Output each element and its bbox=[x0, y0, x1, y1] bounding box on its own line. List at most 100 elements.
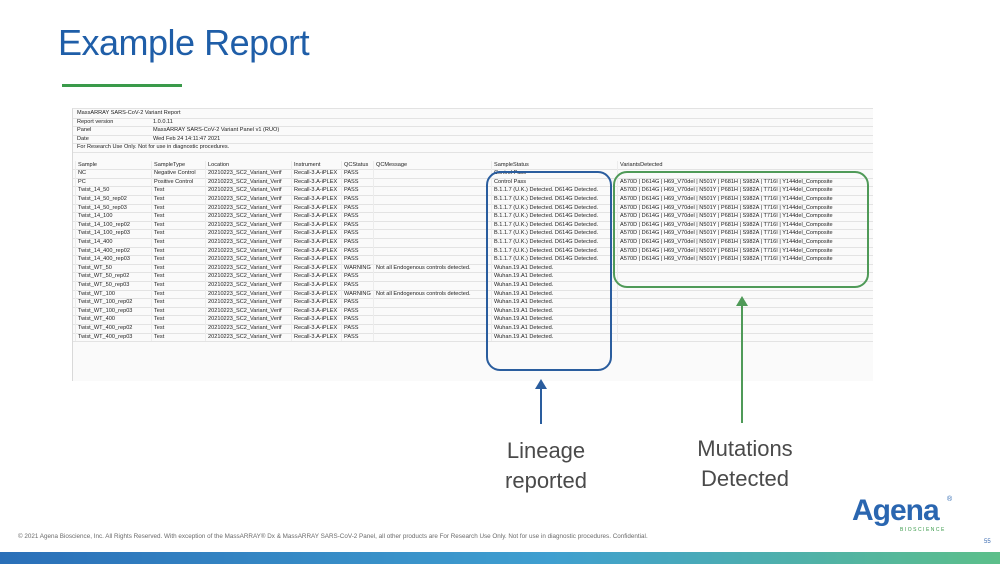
table-cell: Recall-3.A-iPLEX bbox=[291, 332, 341, 342]
table-cell bbox=[617, 332, 873, 342]
logo-text: Agena bbox=[852, 494, 940, 527]
table-cell: Wuhan.19.A1 Detected. bbox=[491, 298, 617, 307]
table-cell: PASS bbox=[341, 332, 373, 342]
meta-cell: Wed Feb 24 14:11:47 2021 bbox=[153, 135, 221, 142]
table-cell: PASS bbox=[341, 203, 373, 213]
table-cell: Wuhan.19.A1 Detected. bbox=[491, 281, 617, 290]
table-cell: Recall-3.A-iPLEX bbox=[291, 289, 341, 299]
table-cell: PASS bbox=[341, 195, 373, 204]
table-cell: A570D | D614G | H69_V70del | N501Y | P68… bbox=[617, 186, 873, 195]
table-cell bbox=[373, 186, 491, 195]
table-cell: Twist_WT_50_rep02 bbox=[75, 272, 151, 281]
table-cell: Wuhan.19.A1 Detected. bbox=[491, 306, 617, 316]
table-header-cell: Instrument bbox=[291, 160, 341, 170]
table-cell: 20210223_SC2_Variant_Verif bbox=[205, 246, 291, 256]
table-header-cell: Location bbox=[205, 160, 291, 170]
table-cell bbox=[617, 263, 873, 273]
table-cell: 20210223_SC2_Variant_Verif bbox=[205, 177, 291, 187]
footer-copyright: © 2021 Agena Bioscience, Inc. All Rights… bbox=[18, 533, 648, 540]
table-cell: Twist_WT_100_rep03 bbox=[75, 306, 151, 316]
table-cell: B.1.1.7 (U.K.) Detected. D614G Detected. bbox=[491, 229, 617, 238]
table-cell: 20210223_SC2_Variant_Verif bbox=[205, 255, 291, 264]
table-cell: Twist_14_100 bbox=[75, 212, 151, 221]
agena-logo: Agena ® BIOSCIENCE bbox=[852, 494, 952, 533]
table-cell: B.1.1.7 (U.K.) Detected. D614G Detected. bbox=[491, 246, 617, 256]
table-cell: PASS bbox=[341, 272, 373, 281]
table-cell: B.1.1.7 (U.K.) Detected. D614G Detected. bbox=[491, 212, 617, 221]
table-cell: B.1.1.7 (U.K.) Detected. D614G Detected. bbox=[491, 203, 617, 213]
table-cell: PASS bbox=[341, 238, 373, 247]
table-cell: PASS bbox=[341, 306, 373, 316]
table-cell: Recall-3.A-iPLEX bbox=[291, 272, 341, 281]
table-cell: Recall-3.A-iPLEX bbox=[291, 195, 341, 204]
table-cell: Recall-3.A-iPLEX bbox=[291, 203, 341, 213]
table-cell bbox=[373, 238, 491, 247]
table-cell: Test bbox=[151, 203, 205, 213]
table-cell: Negative Control bbox=[151, 169, 205, 178]
table-cell: PASS bbox=[341, 315, 373, 324]
mutations-callout-line2: Detected bbox=[700, 466, 790, 491]
table-cell: Test bbox=[151, 289, 205, 299]
table-header-cell: QCMessage bbox=[373, 160, 491, 170]
table-cell: Wuhan.19.A1 Detected. bbox=[491, 315, 617, 324]
table-header-cell: QCStatus bbox=[341, 160, 373, 170]
table-cell: Test bbox=[151, 186, 205, 195]
table-cell bbox=[373, 298, 491, 307]
table-cell bbox=[373, 315, 491, 324]
table-cell: Recall-3.A-iPLEX bbox=[291, 212, 341, 221]
table-cell bbox=[373, 306, 491, 316]
table-header-cell: VariantsDetected bbox=[617, 160, 873, 170]
table-cell: Test bbox=[151, 229, 205, 238]
table-cell bbox=[373, 324, 491, 333]
mutations-callout: Mutations Detected bbox=[680, 434, 810, 494]
table-cell: PASS bbox=[341, 281, 373, 290]
table-cell: PASS bbox=[341, 324, 373, 333]
table-cell: Recall-3.A-iPLEX bbox=[291, 281, 341, 290]
table-cell bbox=[373, 203, 491, 213]
table-cell bbox=[373, 229, 491, 238]
table-cell bbox=[373, 272, 491, 281]
table-cell: Test bbox=[151, 263, 205, 273]
table-cell: 20210223_SC2_Variant_Verif bbox=[205, 203, 291, 213]
table-cell bbox=[373, 169, 491, 178]
table-cell: Test bbox=[151, 220, 205, 230]
table-cell: Recall-3.A-iPLEX bbox=[291, 238, 341, 247]
table-cell bbox=[617, 289, 873, 299]
mutations-arrow bbox=[741, 303, 743, 423]
table-cell: Twist_WT_50 bbox=[75, 263, 151, 273]
table-cell: 20210223_SC2_Variant_Verif bbox=[205, 186, 291, 195]
table-cell: Twist_WT_400_rep02 bbox=[75, 324, 151, 333]
table-cell: Twist_14_100_rep02 bbox=[75, 220, 151, 230]
table-cell: B.1.1.7 (U.K.) Detected. D614G Detected. bbox=[491, 220, 617, 230]
table-cell: Recall-3.A-iPLEX bbox=[291, 298, 341, 307]
table-cell: PASS bbox=[341, 220, 373, 230]
table-cell bbox=[617, 315, 873, 324]
table-cell: PASS bbox=[341, 169, 373, 178]
table-cell: 20210223_SC2_Variant_Verif bbox=[205, 332, 291, 342]
table-cell bbox=[617, 298, 873, 307]
table-cell: 20210223_SC2_Variant_Verif bbox=[205, 315, 291, 324]
table-cell: A570D | D614G | H69_V70del | N501Y | P68… bbox=[617, 220, 873, 230]
table-cell: Recall-3.A-iPLEX bbox=[291, 255, 341, 264]
table-cell: Recall-3.A-iPLEX bbox=[291, 324, 341, 333]
meta-cell: For Research Use Only. Not for use in di… bbox=[77, 144, 230, 151]
table-cell: Recall-3.A-iPLEX bbox=[291, 263, 341, 273]
table-cell: PASS bbox=[341, 177, 373, 187]
table-cell bbox=[373, 332, 491, 342]
table-cell: WARNING bbox=[341, 289, 373, 299]
table-cell: Twist_14_400_rep02 bbox=[75, 246, 151, 256]
meta-cell: MassARRAY SARS-CoV-2 Variant Report bbox=[77, 110, 181, 116]
table-cell: Positive Control bbox=[151, 177, 205, 187]
table-header-cell: SampleType bbox=[151, 160, 205, 170]
table-cell: A570D | D614G | H69_V70del | N501Y | P68… bbox=[617, 203, 873, 213]
table-cell: Recall-3.A-iPLEX bbox=[291, 315, 341, 324]
table-cell: Twist_14_50_rep02 bbox=[75, 195, 151, 204]
table-cell: A570D | D614G | H69_V70del | N501Y | P68… bbox=[617, 255, 873, 264]
